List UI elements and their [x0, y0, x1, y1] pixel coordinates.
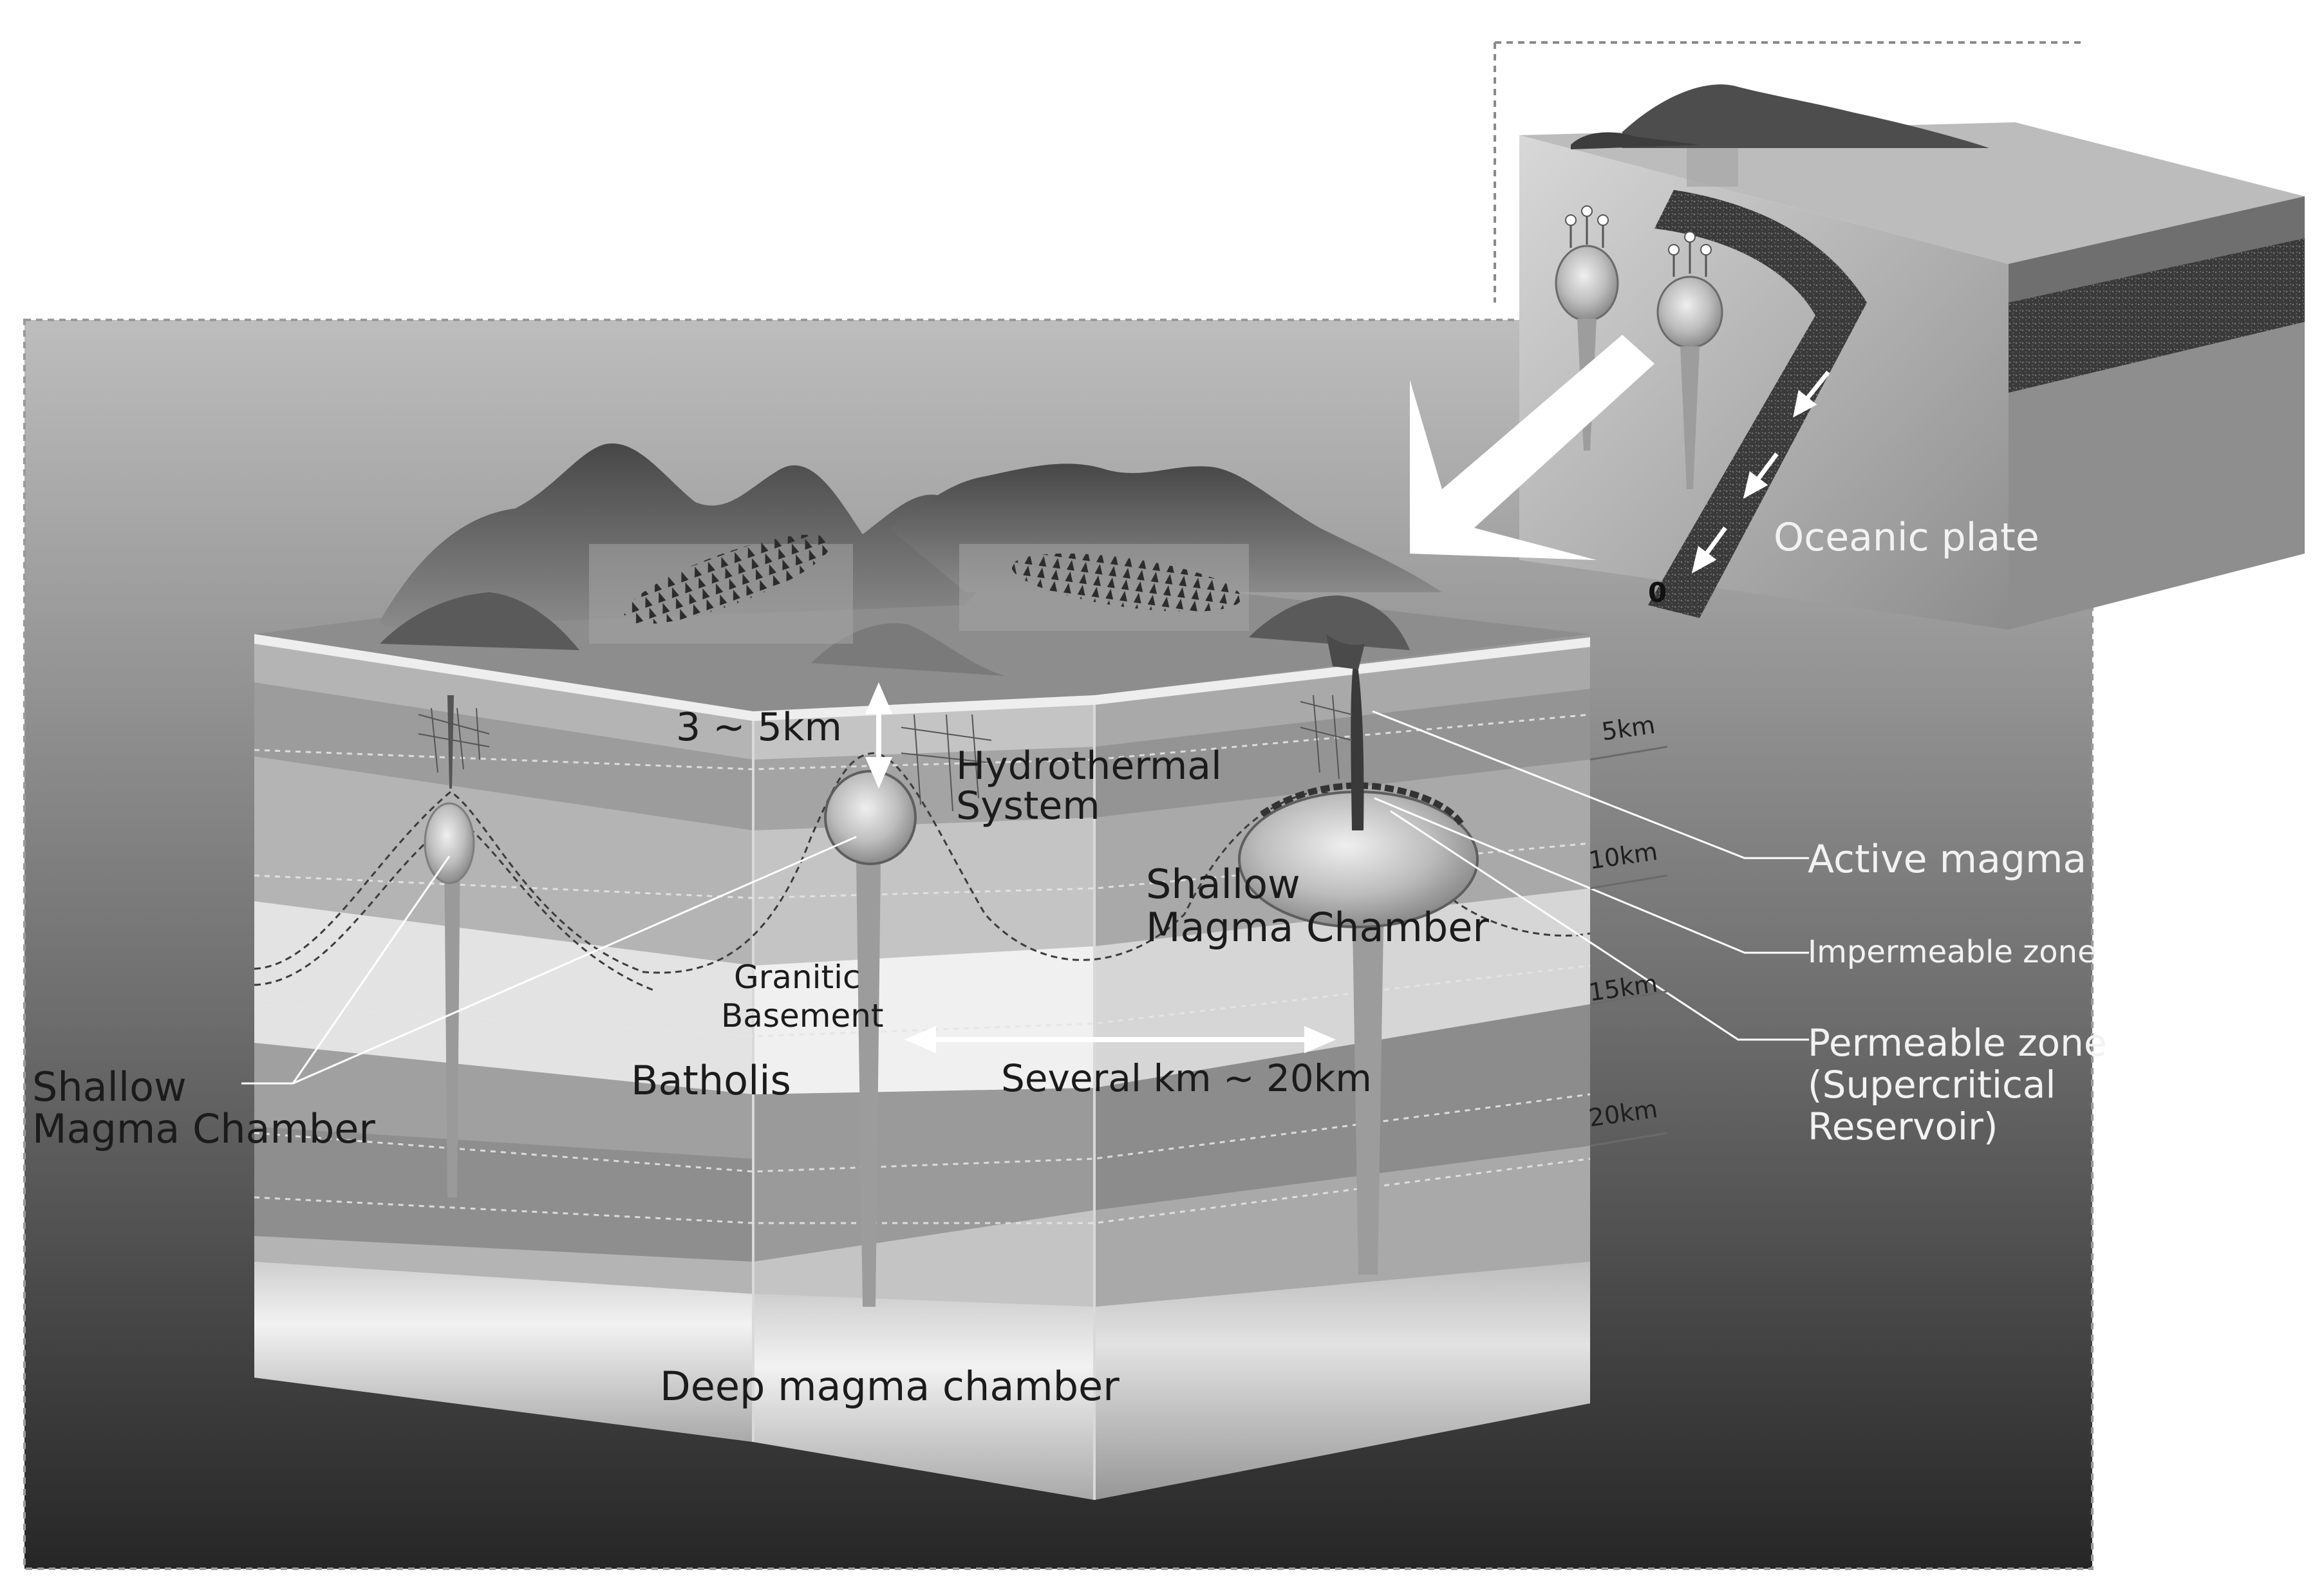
depth-zero-label: 0: [1648, 577, 1667, 608]
deep-chamber-label: Deep magma chamber: [660, 1363, 1120, 1410]
shallow-left-label-line2: Magma Chamber: [32, 1105, 375, 1152]
callout-arrow: [1410, 335, 1654, 560]
granitic-label-line1: Granitic: [734, 959, 861, 996]
shallow-left-label-line1: Shallow: [32, 1063, 187, 1110]
granitic-label-line2: Basement: [721, 997, 884, 1034]
batholis-label: Batholis: [631, 1057, 791, 1104]
shallow-right-label-line1: Shallow: [1146, 861, 1300, 908]
crust-block: [241, 443, 1809, 1500]
hydrothermal-label-line2: System: [956, 783, 1100, 828]
oceanic-plate-label: Oceanic plate: [1774, 515, 2039, 560]
permeable-zone-label-line1: Permeable zone: [1808, 1021, 2107, 1065]
impermeable-zone-label: Impermeable zone: [1808, 934, 2097, 970]
hydrothermal-label-line1: Hydrothermal: [956, 744, 1222, 789]
permeable-zone-label-line2: (Supercritical: [1808, 1063, 2056, 1107]
active-magma-label: Active magma: [1808, 837, 2086, 882]
cap-thickness-label: 3 ~ 5km: [676, 705, 842, 750]
shallow-right-label-line2: Magma Chamber: [1146, 904, 1489, 951]
spacing-label: Several km ~ 20km: [1001, 1056, 1372, 1100]
permeable-zone-label-line3: Reservoir): [1808, 1105, 1998, 1148]
